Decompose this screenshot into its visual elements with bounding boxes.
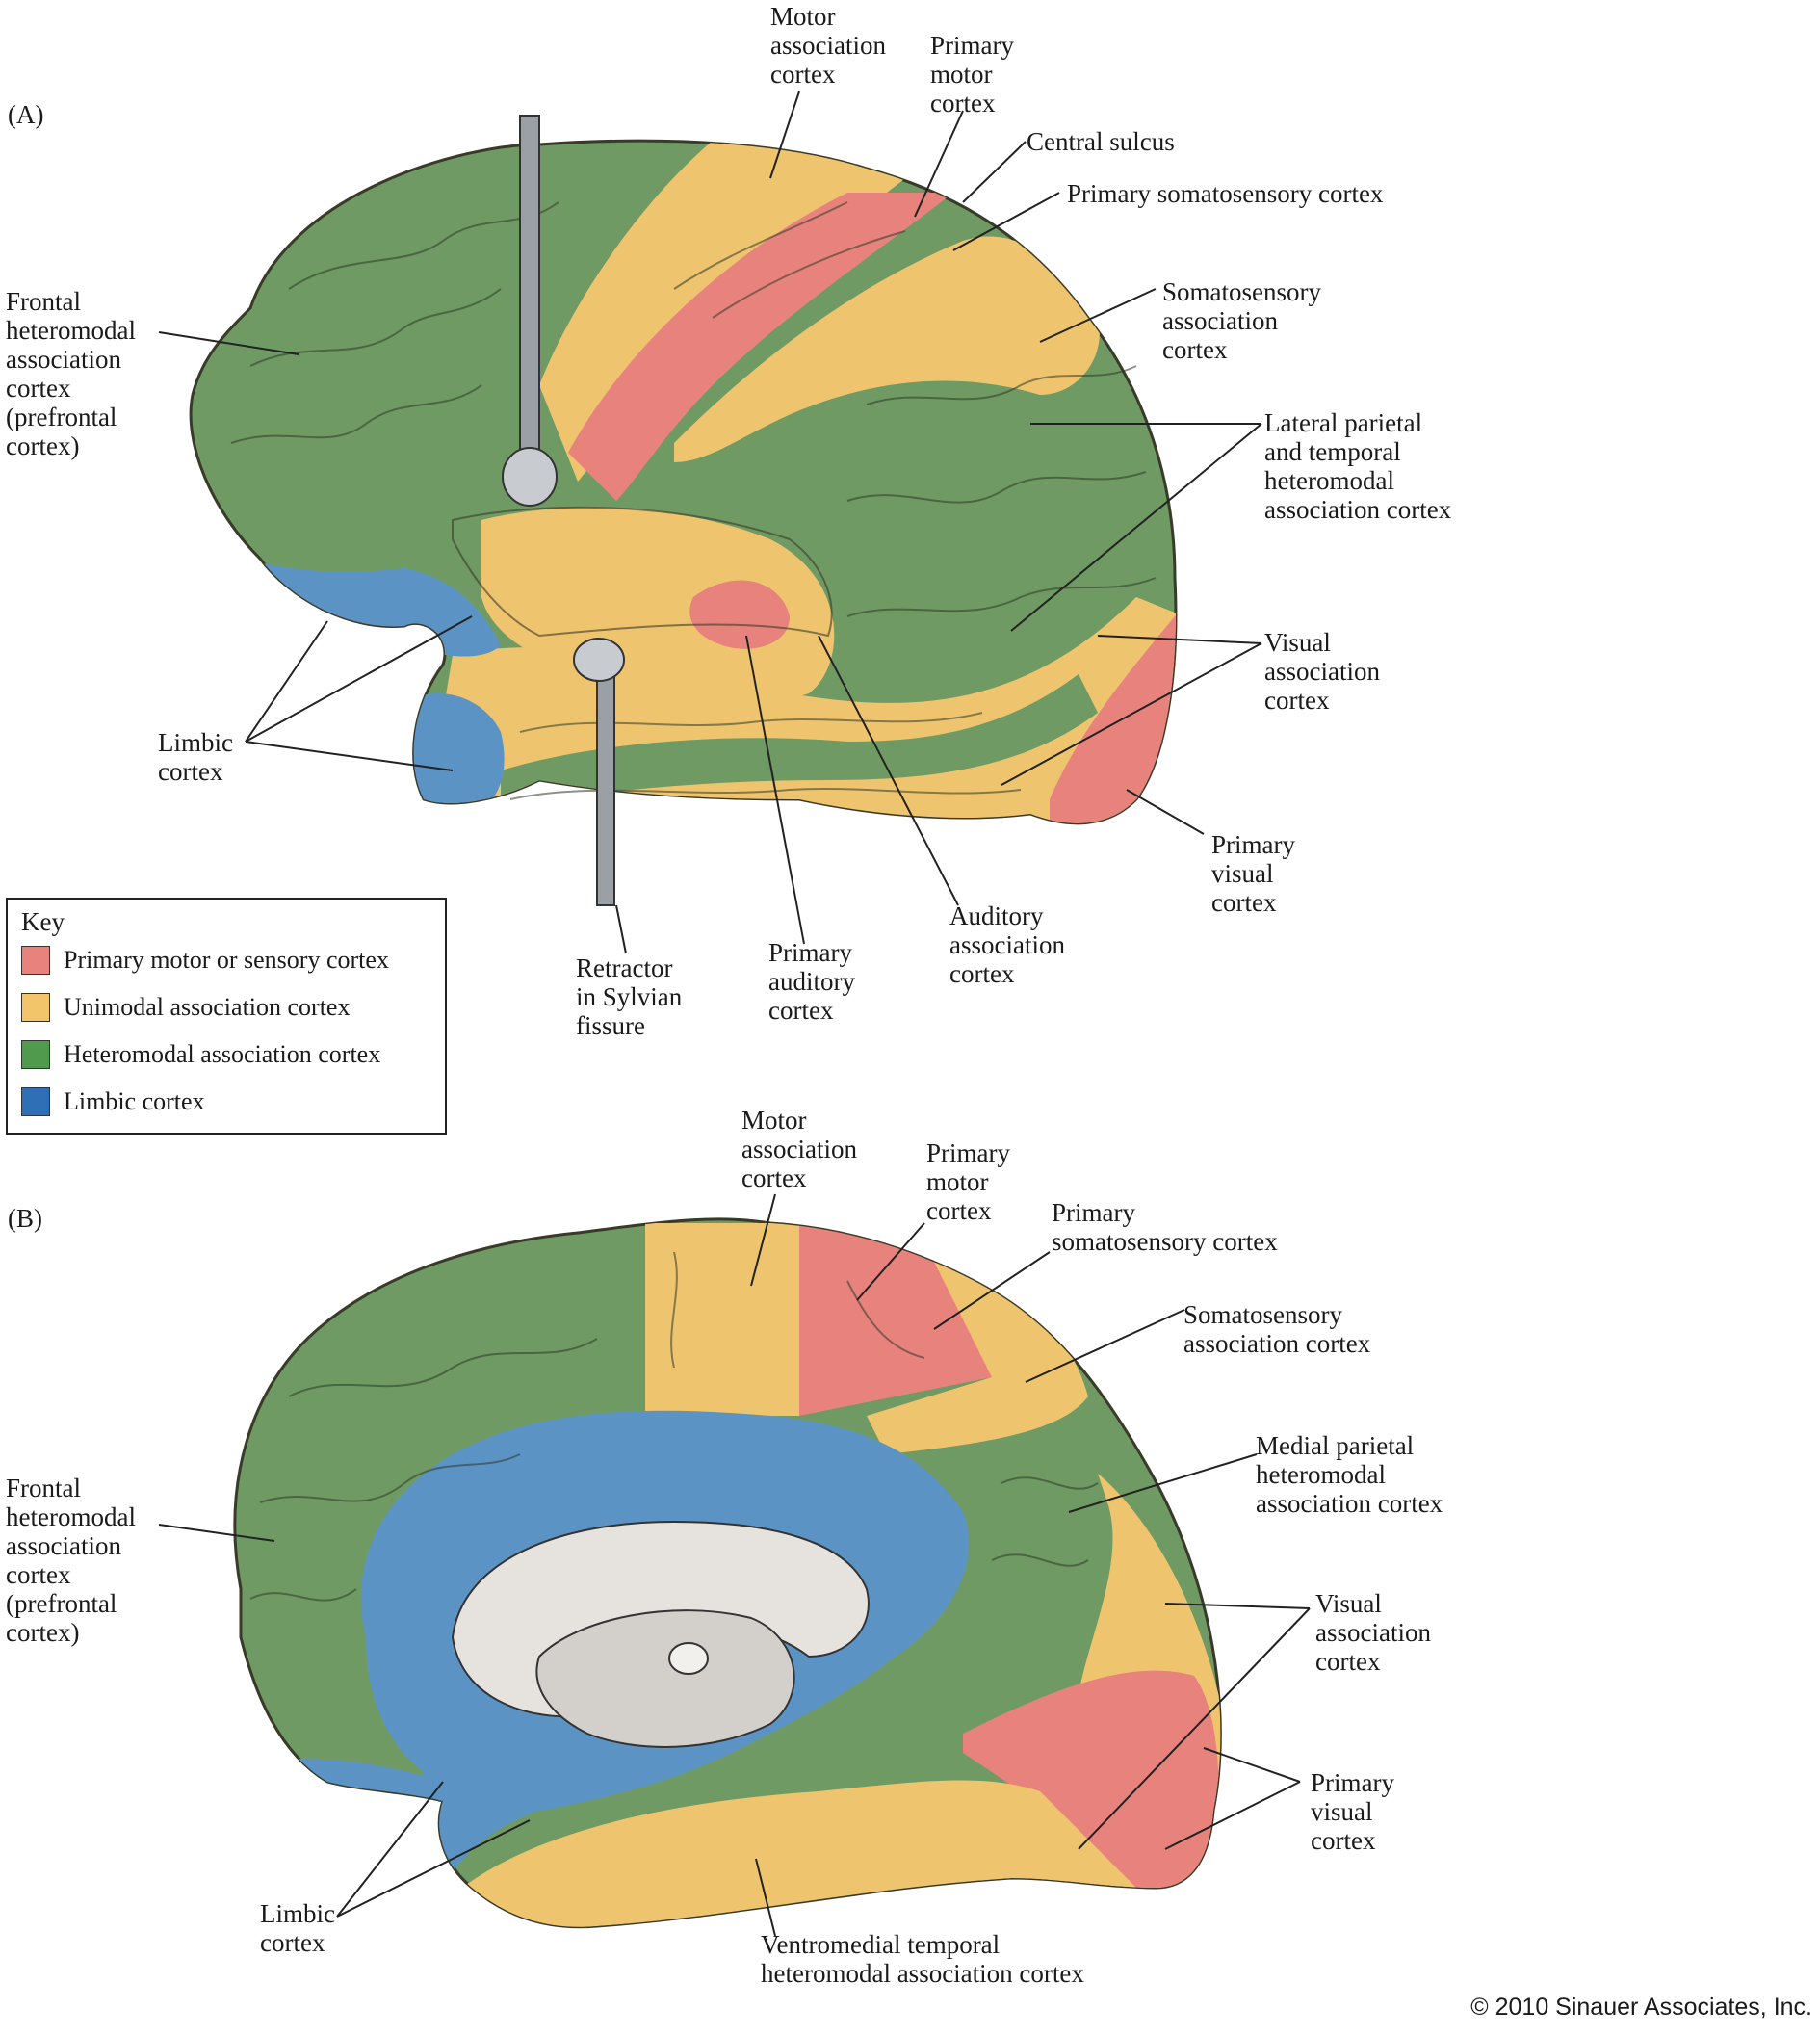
label-motor-association-a: Motor association cortex: [770, 2, 886, 89]
label-primary-motor-a: Primary motor cortex: [930, 31, 1014, 117]
swatch-limbic: [21, 1087, 50, 1116]
swatch-primary: [21, 946, 50, 975]
label-primary-visual-a: Primary visual cortex: [1211, 830, 1295, 917]
panel-a-leader-lines: [158, 91, 1262, 954]
label-primary-visual-b: Primary visual cortex: [1311, 1768, 1394, 1855]
color-key: Key Primary motor or sensory cortex Unim…: [6, 898, 447, 1135]
medial-brain: [233, 1217, 1222, 1929]
label-ventromedial-temporal: Ventromedial temporal heteromodal associ…: [761, 1930, 1084, 1988]
key-title: Key: [21, 907, 65, 936]
key-label-primary: Primary motor or sensory cortex: [64, 946, 389, 974]
key-label-heteromodal: Heteromodal association cortex: [64, 1040, 381, 1068]
label-frontal-heteromodal-a: Frontal heteromodal association cortex (…: [6, 287, 136, 460]
key-item-unimodal: Unimodal association cortex: [21, 991, 350, 1024]
label-primary-somatosensory-b: Primary somatosensory cortex: [1052, 1198, 1278, 1256]
label-central-sulcus: Central sulcus: [1027, 127, 1175, 156]
key-item-limbic: Limbic cortex: [21, 1085, 205, 1118]
label-frontal-heteromodal-b: Frontal heteromodal association cortex (…: [6, 1474, 136, 1647]
swatch-unimodal: [21, 993, 50, 1022]
label-lateral-parietal-temporal: Lateral parietal and temporal heteromoda…: [1264, 408, 1452, 524]
swatch-heteromodal: [21, 1040, 50, 1069]
label-somatosensory-association-b: Somatosensory association cortex: [1183, 1300, 1371, 1358]
label-somatosensory-association-a: Somatosensory association cortex: [1162, 277, 1321, 364]
label-primary-somatosensory-a: Primary somatosensory cortex: [1067, 179, 1384, 208]
panel-b-leader-lines: [158, 1193, 1311, 1937]
key-item-primary: Primary motor or sensory cortex: [21, 944, 389, 977]
key-label-unimodal: Unimodal association cortex: [64, 993, 351, 1021]
label-primary-auditory: Primary auditory cortex: [768, 938, 855, 1025]
label-primary-motor-b: Primary motor cortex: [926, 1138, 1010, 1225]
lateral-brain: [189, 115, 1178, 906]
label-retractor: Retractor in Sylvian fissure: [576, 953, 683, 1040]
label-limbic-a: Limbic cortex: [158, 728, 233, 786]
panel-b-tag: (B): [8, 1204, 42, 1233]
label-limbic-b: Limbic cortex: [260, 1899, 335, 1957]
label-medial-parietal: Medial parietal heteromodal association …: [1256, 1431, 1443, 1518]
key-label-limbic: Limbic cortex: [64, 1087, 205, 1115]
key-item-heteromodal: Heteromodal association cortex: [21, 1038, 380, 1071]
copyright-notice: © 2010 Sinauer Associates, Inc.: [1470, 1994, 1812, 2021]
panel-a-tag: (A): [8, 100, 44, 129]
label-visual-association-b: Visual association cortex: [1315, 1589, 1431, 1676]
label-motor-association-b: Motor association cortex: [741, 1106, 857, 1192]
label-auditory-association: Auditory association cortex: [949, 901, 1065, 988]
label-visual-association-a: Visual association cortex: [1264, 628, 1380, 715]
